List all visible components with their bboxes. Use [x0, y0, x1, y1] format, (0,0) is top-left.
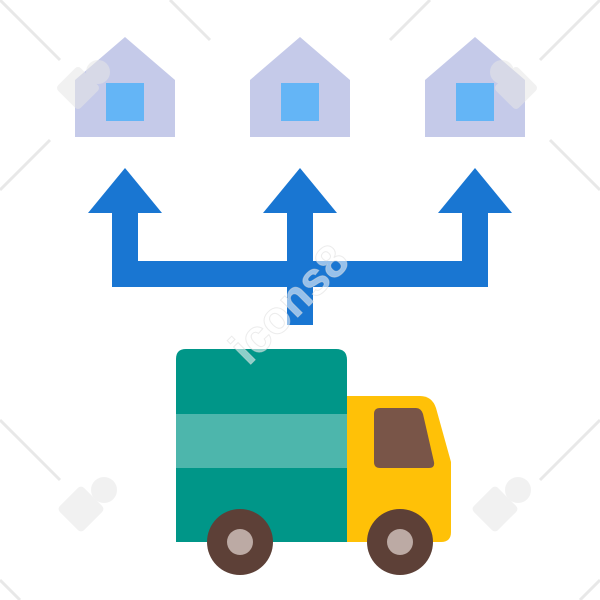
watermark-logo-icon — [58, 477, 117, 532]
watermark-logo-icon — [57, 60, 110, 109]
watermark-line — [0, 138, 52, 192]
watermark-line — [538, 0, 600, 62]
watermark-line — [578, 578, 600, 600]
watermark-line — [0, 0, 62, 62]
watermark-line — [0, 418, 62, 482]
watermark-logo-icon — [472, 477, 531, 532]
watermark-line — [388, 0, 432, 42]
watermark-line — [538, 418, 600, 482]
watermark-line — [0, 578, 22, 600]
delivery-truck-icon — [176, 349, 451, 575]
house-icon — [250, 37, 350, 137]
watermark-logo-icon — [490, 60, 537, 109]
watermark-line — [168, 0, 212, 42]
watermark-line — [548, 138, 600, 192]
branching-arrow-icon — [88, 168, 512, 325]
